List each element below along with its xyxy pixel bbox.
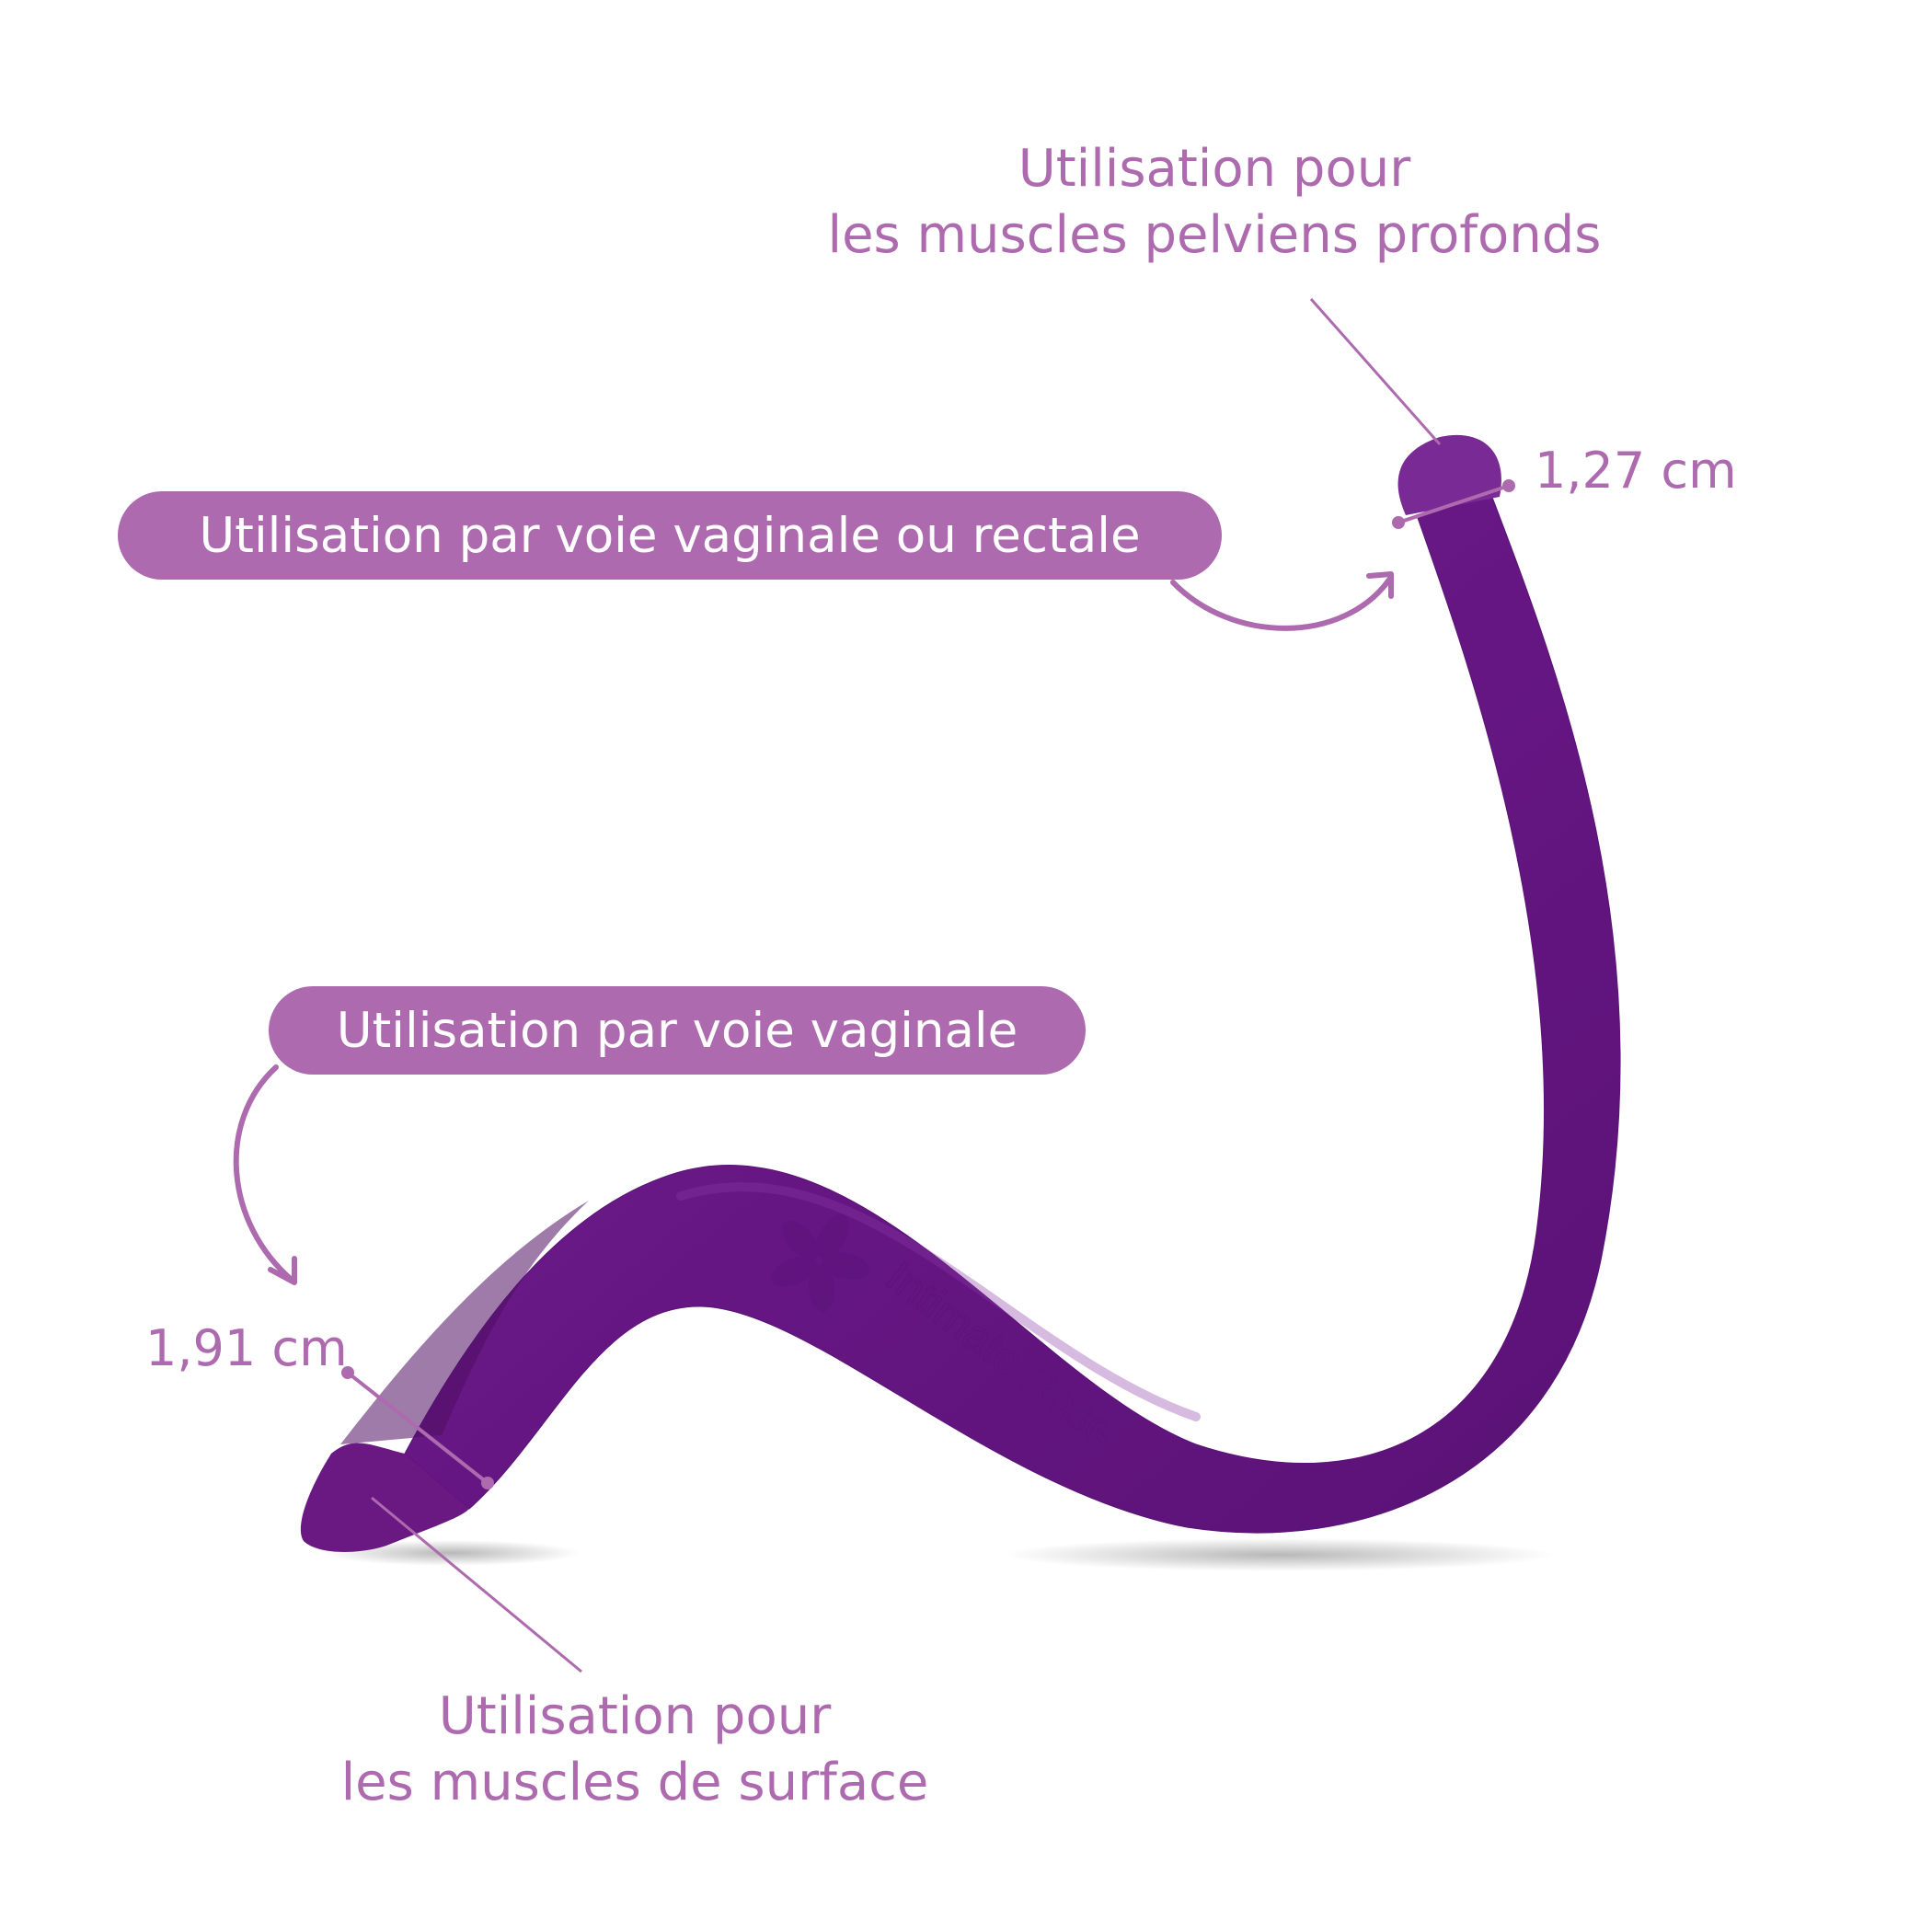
arrow-vaginal (233, 1064, 297, 1285)
pill-vaginal-text: Utilisation par voie vaginale (336, 1002, 1018, 1059)
label-deep-muscles-line-2: les muscles pelviens profonds (827, 204, 1602, 265)
floor-shadow-right (1003, 1538, 1555, 1571)
pill-vaginal-or-rectal: Utilisation par voie vaginale ou rectale (118, 491, 1222, 580)
label-deep-muscles: Utilisation pour les muscles pelviens pr… (754, 136, 1674, 268)
dimension-wide-end: 1,91 cm (145, 1319, 348, 1377)
dimension-narrow-end: 1,27 cm (1535, 442, 1737, 500)
leader-line-deep-muscles (1309, 298, 1442, 445)
label-surface-muscles-line-2: les muscles de surface (340, 1752, 929, 1812)
floor-shadow-left (322, 1540, 580, 1566)
pill-vaginal: Utilisation par voie vaginale (269, 986, 1086, 1075)
label-surface-muscles: Utilisation pour les muscles de surface (267, 1684, 1003, 1815)
arrow-vaginal-rectal (1170, 571, 1394, 631)
dimension-line-narrow (1392, 479, 1515, 529)
label-deep-muscles-line-1: Utilisation pour (1018, 139, 1411, 199)
pill-vaginal-or-rectal-text: Utilisation par voie vaginale ou rectale (199, 507, 1141, 564)
brand-flower-icon (771, 1214, 869, 1312)
dimension-line-wide (341, 1366, 494, 1489)
label-surface-muscles-line-1: Utilisation pour (438, 1686, 832, 1746)
leader-line-surface-muscles (371, 1496, 582, 1673)
